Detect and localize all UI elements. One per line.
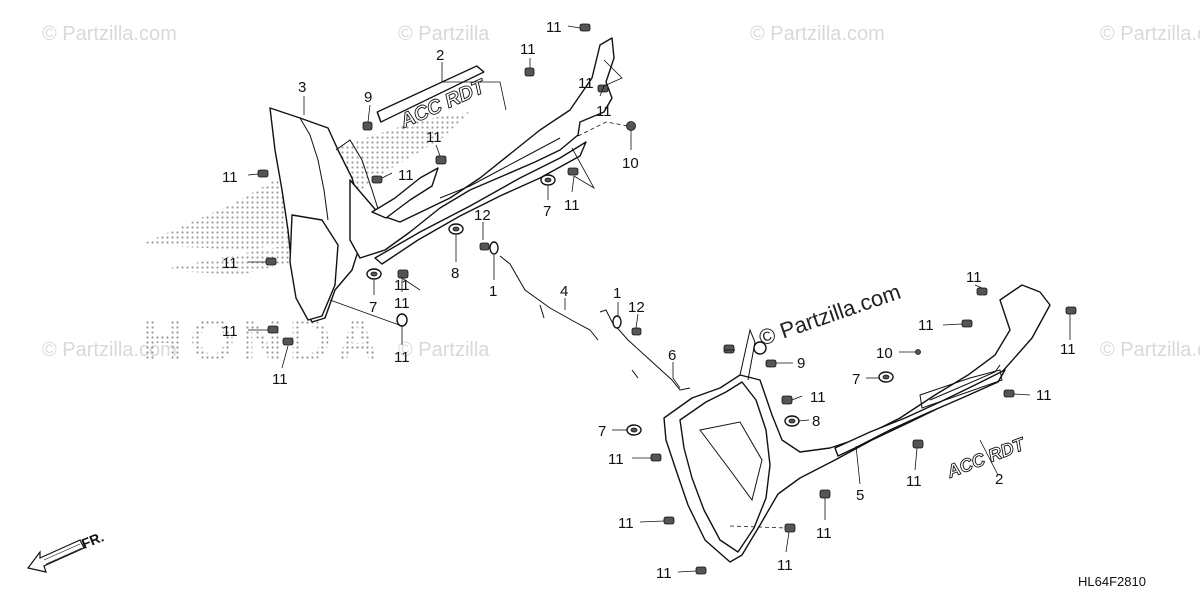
callout-part-9: 9	[364, 89, 372, 106]
callout-part-1: 1	[489, 283, 497, 300]
callout-part-11: 11	[777, 557, 793, 574]
callout-part-5: 5	[856, 487, 864, 504]
callout-part-11: 11	[398, 167, 414, 184]
callout-part-11: 11	[520, 41, 536, 58]
callout-part-2: 2	[436, 47, 444, 64]
front-direction-label: FR.	[79, 528, 106, 551]
callout-part-11: 11	[394, 295, 410, 312]
callout-part-11: 11	[546, 19, 562, 36]
emblem-text: ACC RDT	[943, 433, 1029, 482]
callout-part-3: 3	[298, 79, 306, 96]
callout-part-7: 7	[543, 203, 551, 220]
callout-part-1: 1	[613, 285, 621, 302]
callout-part-6: 6	[668, 347, 676, 364]
callout-part-11: 11	[222, 255, 238, 272]
callout-part-7: 7	[598, 423, 606, 440]
callout-part-11: 11	[608, 451, 624, 468]
callout-part-12: 12	[474, 207, 491, 224]
callout-part-11: 11	[966, 269, 982, 286]
watermark: © Partzilla.com	[42, 23, 177, 45]
callout-part-12: 12	[628, 299, 645, 316]
callout-part-11: 11	[394, 349, 410, 366]
watermark: © Partzilla.com	[42, 339, 177, 361]
callout-part-11: 11	[596, 103, 612, 120]
front-arrow-icon	[26, 539, 85, 573]
watermark: © Partzilla.com	[1100, 339, 1200, 361]
callout-part-11: 11	[906, 473, 922, 490]
front-direction-indicator: FR.	[26, 528, 106, 573]
callout-part-10: 10	[876, 345, 893, 362]
part-2-emblem-lower: ACC RDT	[943, 433, 1029, 483]
callout-part-11: 11	[222, 323, 238, 340]
part-4-rod	[499, 255, 599, 341]
part-6-rod	[599, 309, 691, 391]
callout-part-7: 7	[852, 371, 860, 388]
diagram-code: HL64F2810	[1078, 574, 1146, 589]
part-5-side-cover-right	[663, 284, 1051, 563]
hardware-fasteners	[257, 23, 1077, 575]
callout-part-11: 11	[656, 565, 672, 582]
callout-part-11: 11	[426, 129, 442, 146]
callout-part-11: 11	[618, 515, 634, 532]
callout-labels: 3 2 9 11 11 11 11 11 11 10 7 11 11 12 8 …	[222, 19, 1076, 582]
callout-part-8: 8	[451, 265, 459, 282]
callout-part-2: 2	[995, 471, 1003, 488]
honda-logo-text: HONDA	[142, 308, 385, 373]
callout-part-10: 10	[622, 155, 639, 172]
callout-part-11: 11	[1060, 341, 1076, 358]
watermark: © Partzilla.com	[750, 23, 885, 45]
callout-part-7: 7	[369, 299, 377, 316]
watermark: © Partzilla	[398, 23, 490, 45]
callout-part-11: 11	[564, 197, 580, 214]
callout-part-11: 11	[1036, 387, 1052, 404]
watermark: © Partzilla.com	[1100, 23, 1200, 45]
callout-part-11: 11	[918, 317, 934, 334]
callout-part-8: 8	[812, 413, 820, 430]
leader-lines	[247, 25, 1071, 573]
callout-part-11: 11	[272, 371, 288, 388]
callout-part-11: 11	[394, 277, 410, 294]
watermark: © Partzilla	[398, 339, 490, 361]
callout-part-11: 11	[816, 525, 832, 542]
callout-part-11: 11	[222, 169, 238, 186]
part-3-inner-panel	[269, 107, 381, 323]
callout-part-11: 11	[810, 389, 826, 406]
callout-part-4: 4	[560, 283, 568, 300]
callout-part-9: 9	[797, 355, 805, 372]
watermark-dark: © Partzilla.com	[755, 279, 903, 351]
callout-part-11: 11	[578, 75, 594, 92]
part-2-side-cover-left	[349, 37, 615, 265]
